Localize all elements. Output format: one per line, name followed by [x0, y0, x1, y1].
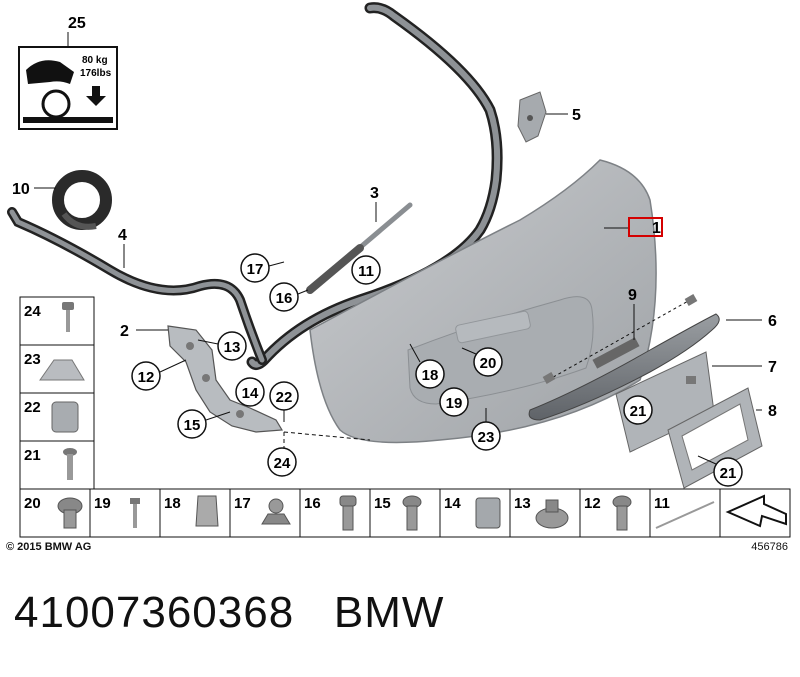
callout-8: 8: [768, 403, 777, 420]
left-item-22: 22: [24, 399, 79, 433]
label-load-imperial: 176lbs: [80, 68, 112, 79]
callout-20-circle: 20: [461, 347, 503, 377]
svg-text:19: 19: [94, 495, 111, 512]
svg-text:13: 13: [514, 495, 531, 512]
callout-16-circle: 16: [269, 282, 309, 312]
part-number: 41007360368: [14, 588, 295, 637]
callout-22-circle: 22: [269, 381, 299, 422]
bottom-item-19: 19: [94, 495, 140, 528]
callout-14-circle: 14: [235, 377, 265, 407]
svg-text:23: 23: [24, 351, 41, 368]
svg-text:22: 22: [24, 399, 41, 416]
bottom-item-16: 16: [304, 495, 357, 531]
svg-text:16: 16: [276, 290, 293, 307]
callout-7: 7: [768, 359, 777, 376]
callout-5: 5: [572, 107, 581, 124]
bottom-item-11: 11: [654, 495, 715, 529]
callout-21-circle-a: 21: [623, 395, 653, 425]
svg-text:11: 11: [358, 263, 374, 280]
svg-text:19: 19: [446, 395, 463, 412]
left-item-24: 24: [24, 302, 74, 332]
callout-19-circle: 19: [439, 387, 469, 417]
bottom-item-20: 20: [24, 495, 83, 529]
highlight-box-part-1: [628, 217, 663, 237]
bottom-item-18: 18: [164, 495, 219, 527]
svg-text:13: 13: [224, 339, 241, 356]
safety-label-25: 25 80 kg 176lbs: [18, 15, 118, 130]
svg-text:12: 12: [138, 369, 155, 386]
weatherstrip-4: 4: [7, 207, 267, 365]
callout-9: 9: [628, 287, 637, 304]
callout-24-circle: 24: [267, 447, 297, 477]
bottom-item-14: 14: [444, 495, 501, 529]
svg-text:16: 16: [304, 495, 321, 512]
callout-17-circle: 17: [240, 253, 285, 283]
handle-strip-6: 6: [528, 313, 777, 421]
next-page-arrow-icon[interactable]: [725, 494, 787, 528]
svg-text:11: 11: [654, 495, 670, 512]
seal-gasket: [246, 2, 503, 371]
callout-21-circle-b: 21: [697, 455, 743, 487]
bottom-item-17: 17: [234, 495, 291, 525]
dashed-leader-24: [283, 431, 371, 450]
callout-4: 4: [118, 227, 127, 244]
svg-text:20: 20: [24, 495, 41, 512]
svg-text:15: 15: [374, 495, 391, 512]
svg-text:20: 20: [480, 355, 497, 372]
svg-text:24: 24: [274, 455, 291, 472]
frame-bracket-8: 8: [667, 387, 777, 489]
callout-6: 6: [768, 313, 777, 330]
brand-name: BMW: [333, 588, 445, 637]
callout-13-circle: 13: [197, 331, 247, 361]
bottom-row-frames: [19, 488, 791, 538]
svg-text:21: 21: [630, 403, 647, 420]
svg-text:23: 23: [478, 429, 495, 446]
svg-text:14: 14: [444, 495, 461, 512]
svg-text:22: 22: [276, 389, 293, 406]
callout-10: 10: [12, 181, 30, 198]
svg-text:18: 18: [422, 367, 439, 384]
callout-23-circle: 23: [471, 408, 501, 451]
bracket-5: 5: [517, 91, 581, 143]
svg-text:24: 24: [24, 303, 41, 320]
bottom-item-12: 12: [584, 495, 632, 531]
copyright-text: © 2015 BMW AG: [6, 541, 92, 553]
svg-text:21: 21: [720, 465, 737, 482]
svg-text:15: 15: [184, 417, 201, 434]
bottom-item-13: 13: [514, 495, 569, 529]
svg-text:18: 18: [164, 495, 181, 512]
hinge-2: 2: [120, 323, 284, 433]
part-number-line: 41007360368 BMW: [14, 588, 444, 638]
drawing-number: 456786: [751, 541, 788, 553]
svg-text:12: 12: [584, 495, 601, 512]
gas-strut-3: 3: [306, 185, 413, 294]
bottom-item-15: 15: [374, 495, 422, 531]
foam-tape-10: 10: [12, 170, 112, 230]
left-item-21: 21: [24, 447, 77, 480]
callout-3: 3: [370, 185, 379, 202]
mounting-strip-9: 9: [542, 287, 698, 384]
callout-25: 25: [68, 15, 86, 32]
callout-18-circle: 18: [409, 343, 445, 389]
callout-15-circle: 15: [177, 409, 231, 439]
label-load-metric: 80 kg: [82, 55, 108, 66]
callout-1: 1: [652, 220, 661, 237]
callout-2: 2: [120, 323, 129, 340]
left-item-23: 23: [24, 351, 85, 381]
callout-11-circle: 11: [351, 255, 381, 285]
svg-text:14: 14: [242, 385, 259, 402]
svg-text:17: 17: [234, 495, 251, 512]
callout-12-circle: 12: [131, 359, 187, 391]
svg-text:21: 21: [24, 447, 41, 464]
svg-text:17: 17: [247, 261, 264, 278]
